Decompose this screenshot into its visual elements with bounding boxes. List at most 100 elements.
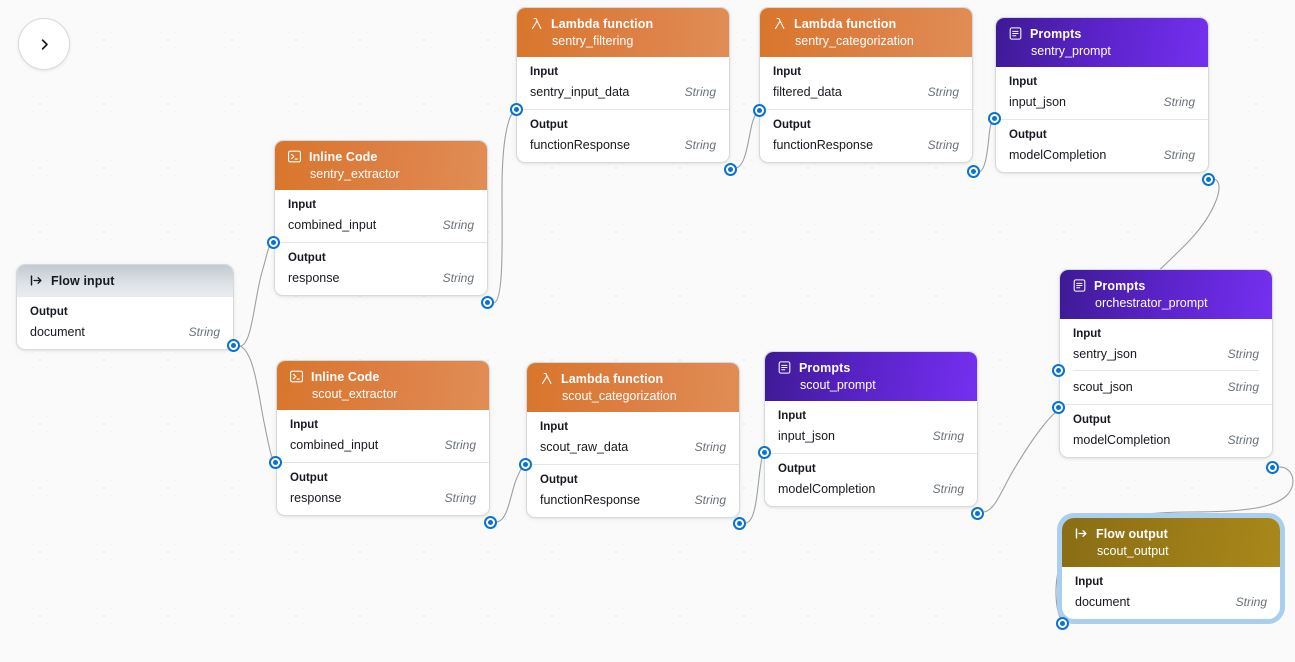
- port-scout-extractor-response-out[interactable]: [484, 516, 497, 529]
- section-label: Output: [30, 306, 68, 318]
- section-label: Input: [288, 199, 317, 211]
- node-output-section: Output response String: [275, 242, 487, 295]
- node-header: Flow output scout_output: [1062, 518, 1280, 567]
- node-scout-extractor[interactable]: Inline Code scout_extractor Input combin…: [276, 360, 490, 516]
- port-type: String: [442, 218, 474, 232]
- port-type: String: [684, 85, 716, 99]
- section-label: Output: [530, 119, 568, 131]
- node-sentry-filtering[interactable]: Lambda function sentry_filtering Input s…: [516, 7, 730, 163]
- port-name: input_json: [1009, 95, 1066, 109]
- port-row[interactable]: functionResponse String: [540, 493, 726, 507]
- port-type: String: [188, 325, 220, 339]
- port-row[interactable]: filtered_data String: [773, 85, 959, 99]
- node-orchestrator-prompt[interactable]: Prompts orchestrator_prompt Input sentry…: [1059, 269, 1273, 458]
- node-flow-input[interactable]: Flow input Output document String: [16, 264, 234, 350]
- port-row[interactable]: sentry_input_data String: [530, 85, 716, 99]
- port-flow-output-document-in[interactable]: [1056, 617, 1069, 630]
- section-label: Input: [1009, 76, 1038, 88]
- port-sentry-categorization-response-out[interactable]: [967, 165, 980, 178]
- port-type: String: [1227, 380, 1259, 394]
- port-scout-prompt-input-json-in[interactable]: [758, 446, 771, 459]
- port-row[interactable]: document String: [1075, 595, 1267, 609]
- port-row[interactable]: functionResponse String: [530, 138, 716, 152]
- port-row[interactable]: document String: [30, 325, 220, 339]
- port-name: modelCompletion: [1009, 148, 1107, 162]
- flow-output-arrow-icon: [1075, 528, 1087, 539]
- node-type-label: Prompts: [799, 360, 851, 375]
- port-row[interactable]: scout_raw_data String: [540, 440, 726, 454]
- node-input-section: Input combined_input String: [275, 190, 487, 242]
- port-type: String: [444, 491, 476, 505]
- port-row[interactable]: response String: [290, 491, 476, 505]
- port-sentry-prompt-completion-out[interactable]: [1202, 173, 1215, 186]
- port-sentry-filtering-input-in[interactable]: [510, 103, 523, 116]
- port-name: document: [30, 325, 85, 339]
- port-sentry-categorization-filtered-data-in[interactable]: [753, 104, 766, 117]
- port-scout-categorization-response-out[interactable]: [733, 517, 746, 530]
- port-row[interactable]: modelCompletion String: [778, 482, 964, 496]
- port-sentry-prompt-input-json-in[interactable]: [988, 112, 1001, 125]
- node-output-section: Output modelCompletion String: [1060, 404, 1272, 457]
- section-label: Output: [773, 119, 811, 131]
- port-flow-input-document-out[interactable]: [227, 339, 240, 352]
- port-scout-prompt-completion-out[interactable]: [971, 507, 984, 520]
- port-type: String: [927, 85, 959, 99]
- node-body: Input combined_input String Output respo…: [275, 190, 487, 295]
- chevron-right-icon: [41, 38, 48, 50]
- port-name: modelCompletion: [1073, 433, 1171, 447]
- port-name: combined_input: [290, 438, 379, 452]
- port-row[interactable]: input_json String: [778, 429, 964, 443]
- port-orchestrator-scout-json-in[interactable]: [1052, 401, 1065, 414]
- expand-panel-button[interactable]: [18, 18, 70, 70]
- inline-code-terminal-icon: [290, 370, 303, 383]
- port-type: String: [1227, 433, 1259, 447]
- port-row[interactable]: sentry_json String: [1073, 347, 1259, 361]
- section-label: Output: [290, 472, 328, 484]
- port-scout-extractor-combined-input-in[interactable]: [269, 456, 282, 469]
- port-row[interactable]: input_json String: [1009, 95, 1195, 109]
- port-name: functionResponse: [530, 138, 631, 152]
- port-sentry-filtering-response-out[interactable]: [724, 163, 737, 176]
- node-header: Prompts sentry_prompt: [996, 18, 1208, 67]
- node-body: Output document String: [17, 297, 233, 349]
- section-label: Input: [1073, 328, 1102, 340]
- port-row[interactable]: modelCompletion String: [1009, 148, 1195, 162]
- port-row[interactable]: combined_input String: [288, 218, 474, 232]
- node-scout-categorization[interactable]: Lambda function scout_categorization Inp…: [526, 362, 740, 518]
- port-row[interactable]: modelCompletion String: [1073, 433, 1259, 447]
- node-body: Input sentry_input_data String Output fu…: [517, 57, 729, 162]
- port-row[interactable]: functionResponse String: [773, 138, 959, 152]
- node-name-label: scout_output: [1097, 544, 1169, 558]
- port-sentry-extractor-combined-input-in[interactable]: [267, 236, 280, 249]
- port-orchestrator-completion-out[interactable]: [1266, 461, 1279, 474]
- port-type: String: [1227, 347, 1259, 361]
- node-sentry-categorization[interactable]: Lambda function sentry_categorization In…: [759, 7, 973, 163]
- node-header: Lambda function sentry_categorization: [760, 8, 972, 57]
- port-type: String: [444, 438, 476, 452]
- node-flow-output[interactable]: Flow output scout_output Input document …: [1062, 518, 1280, 619]
- port-row[interactable]: response String: [288, 271, 474, 285]
- port-sentry-extractor-response-out[interactable]: [481, 296, 494, 309]
- node-sentry-extractor[interactable]: Inline Code sentry_extractor Input combi…: [274, 140, 488, 296]
- port-scout-categorization-raw-data-in[interactable]: [519, 458, 532, 471]
- port-type: String: [684, 138, 716, 152]
- node-body: Input combined_input String Output respo…: [277, 410, 489, 515]
- node-name-label: sentry_extractor: [310, 167, 400, 181]
- node-type-label: Prompts: [1094, 278, 1146, 293]
- node-input-section: Input input_json String: [765, 401, 977, 453]
- node-sentry-prompt[interactable]: Prompts sentry_prompt Input input_json S…: [995, 17, 1209, 173]
- row-divider: [1073, 370, 1259, 371]
- node-scout-prompt[interactable]: Prompts scout_prompt Input input_json St…: [764, 351, 978, 507]
- section-label: Output: [778, 463, 816, 475]
- port-type: String: [694, 440, 726, 454]
- node-name-label: orchestrator_prompt: [1095, 296, 1208, 310]
- node-input-section: Input sentry_input_data String: [517, 57, 729, 109]
- port-name: scout_json: [1073, 380, 1133, 394]
- node-body: Input input_json String Output modelComp…: [996, 67, 1208, 172]
- port-row[interactable]: scout_json String: [1073, 380, 1259, 394]
- node-body: Input sentry_json String scout_json Stri…: [1060, 319, 1272, 457]
- port-row[interactable]: combined_input String: [290, 438, 476, 452]
- port-orchestrator-sentry-json-in[interactable]: [1052, 364, 1065, 377]
- node-header: Flow input: [17, 265, 233, 297]
